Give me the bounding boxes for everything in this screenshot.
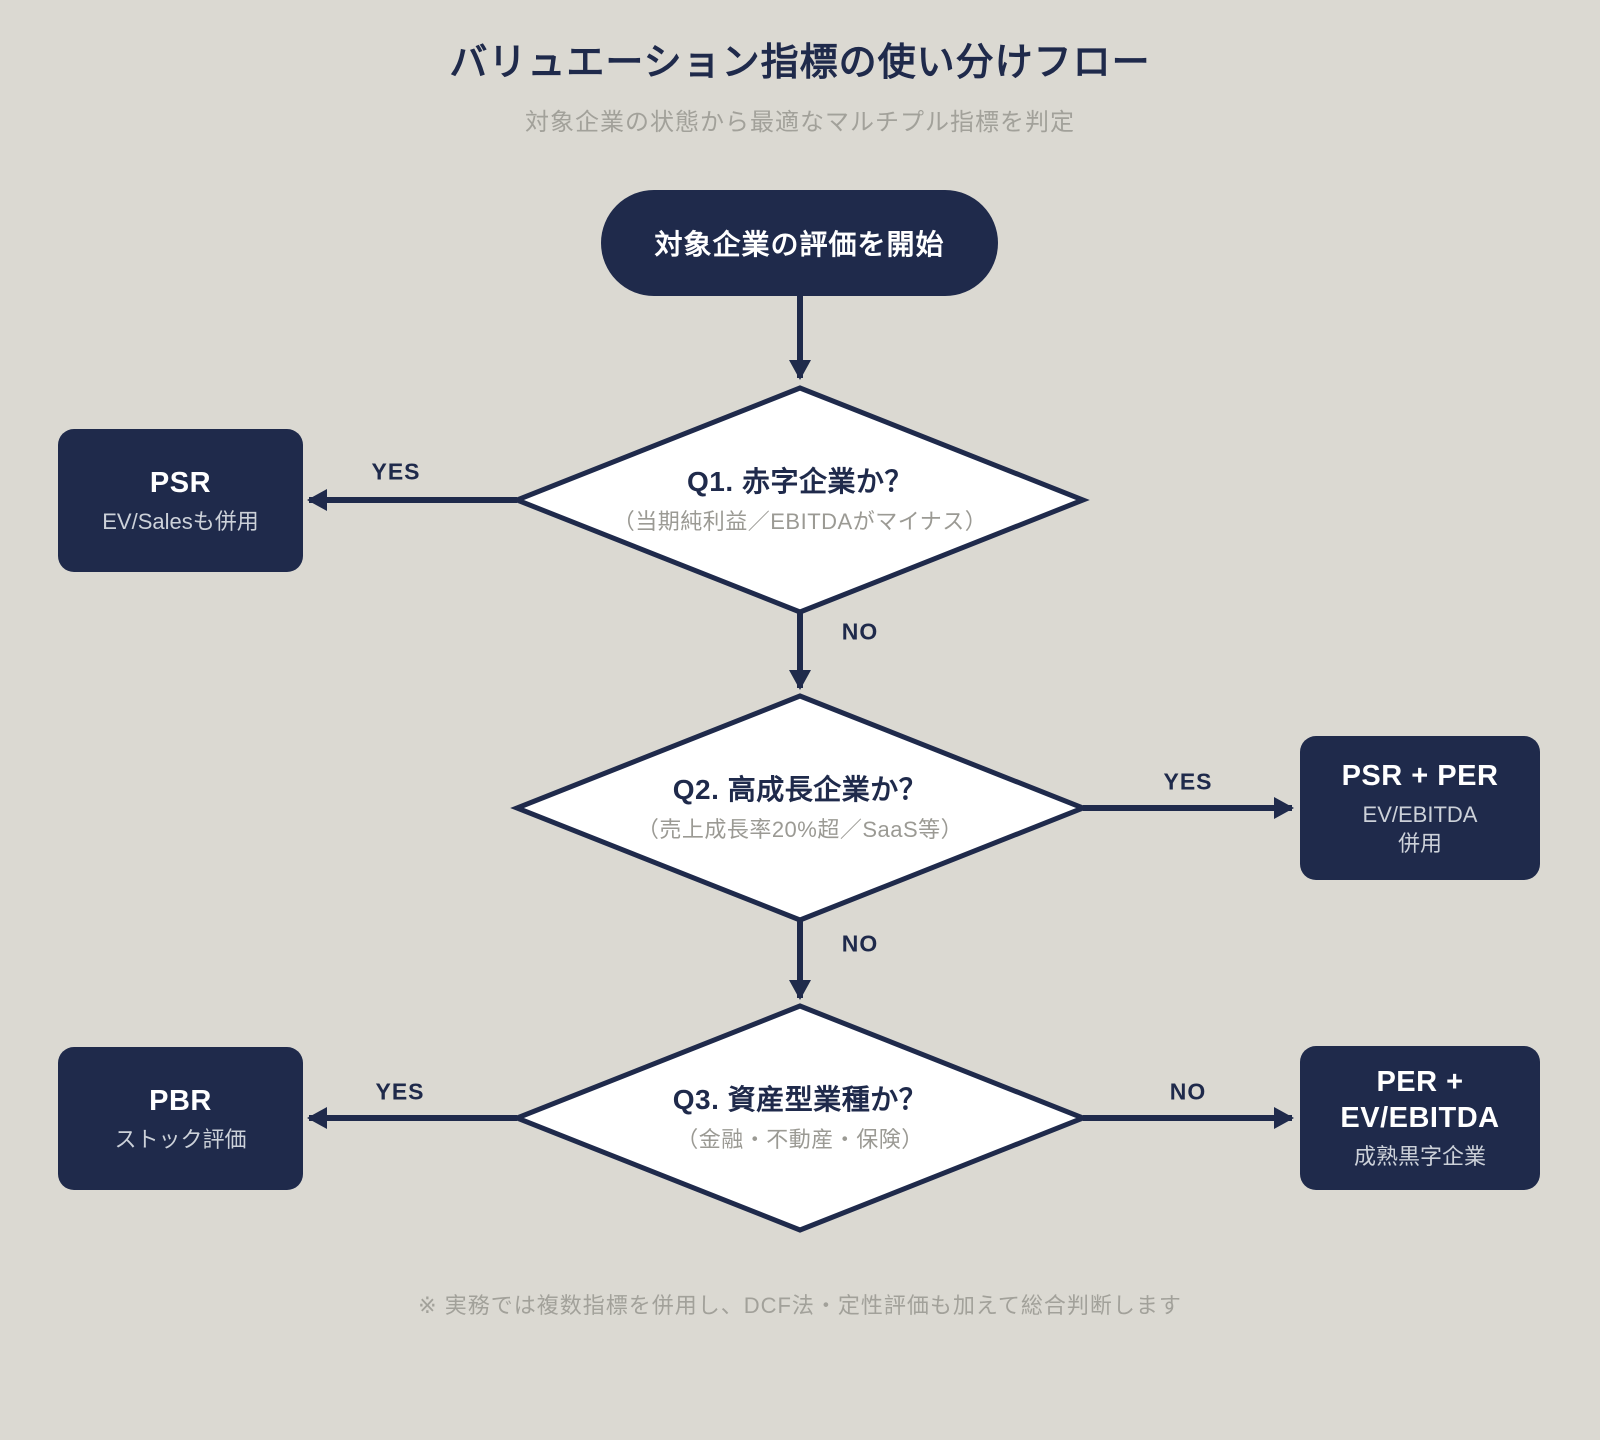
result-pbr-note: ストック評価 <box>114 1126 247 1152</box>
edge-label-q2-no: NO <box>841 930 879 957</box>
footnote: ※ 実務では複数指標を併用し、DCF法・定性評価も加えて総合判断します <box>418 1293 1182 1318</box>
edge-label-q3-no: NO <box>1169 1078 1207 1105</box>
decision-q1-question: Q1. 赤字企業か？ <box>687 466 913 498</box>
decision-diamond-q3 <box>510 1003 1090 1233</box>
result-per-ev-title: PER + EV/EBITDA <box>1340 1064 1499 1137</box>
decision-q2-detail: （売上成長率20%超／SaaS等） <box>636 816 964 842</box>
result-per-ev-note: 成熟黒字企業 <box>1353 1144 1486 1170</box>
result-pbr-title: PBR <box>149 1084 212 1117</box>
result-box-per-ev-ebitda: PER + EV/EBITDA 成熟黒字企業 <box>1300 1046 1540 1190</box>
decision-q1-detail: （当期純利益／EBITDAがマイナス） <box>612 508 988 534</box>
result-box-psr-per: PSR + PER EV/EBITDA 併用 <box>1300 736 1540 880</box>
decision-q3: Q3. 資産型業種か？ （金融・不動産・保険） <box>520 1083 1080 1153</box>
result-psr-per-note-line2: 併用 <box>1397 830 1442 856</box>
edge-label-q2-yes: YES <box>1163 768 1213 795</box>
start-node-label: 対象企業の評価を開始 <box>654 229 945 260</box>
decision-diamond-q1 <box>510 385 1090 615</box>
edge-label-q1-no: NO <box>841 618 879 645</box>
decision-q1: Q1. 赤字企業か？ （当期純利益／EBITDAがマイナス） <box>520 465 1080 535</box>
page-title: バリュエーション指標の使い分けフロー <box>449 42 1151 84</box>
edge-label-q3-yes: YES <box>375 1078 425 1105</box>
edge-label-q1-yes: YES <box>371 458 421 485</box>
result-box-pbr: PBR ストック評価 <box>58 1047 303 1190</box>
result-psr-note: EV/Salesも併用 <box>102 508 259 534</box>
page-header: バリュエーション指標の使い分けフロー 対象企業の状態から最適なマルチプル指標を判… <box>0 42 1600 137</box>
decision-q2: Q2. 高成長企業か？ （売上成長率20%超／SaaS等） <box>520 773 1080 843</box>
result-per-ev-title-line1: PER + <box>1376 1065 1464 1098</box>
page-subtitle: 対象企業の状態から最適なマルチプル指標を判定 <box>525 108 1075 136</box>
result-psr-title: PSR <box>149 466 212 499</box>
start-node: 対象企業の評価を開始 <box>601 190 998 296</box>
result-psr-per-note-line1: EV/EBITDA <box>1362 802 1478 828</box>
decision-q3-detail: （金融・不動産・保険） <box>676 1126 924 1152</box>
result-psr-per-note: EV/EBITDA 併用 <box>1363 801 1478 858</box>
decision-q2-question: Q2. 高成長企業か？ <box>672 774 928 806</box>
decision-diamond-q2 <box>510 693 1090 923</box>
result-box-psr: PSR EV/Salesも併用 <box>58 429 303 572</box>
decision-q3-question: Q3. 資産型業種か？ <box>672 1084 928 1116</box>
result-psr-per-title: PSR + PER <box>1341 759 1499 792</box>
result-per-ev-title-line2: EV/EBITDA <box>1340 1102 1500 1135</box>
